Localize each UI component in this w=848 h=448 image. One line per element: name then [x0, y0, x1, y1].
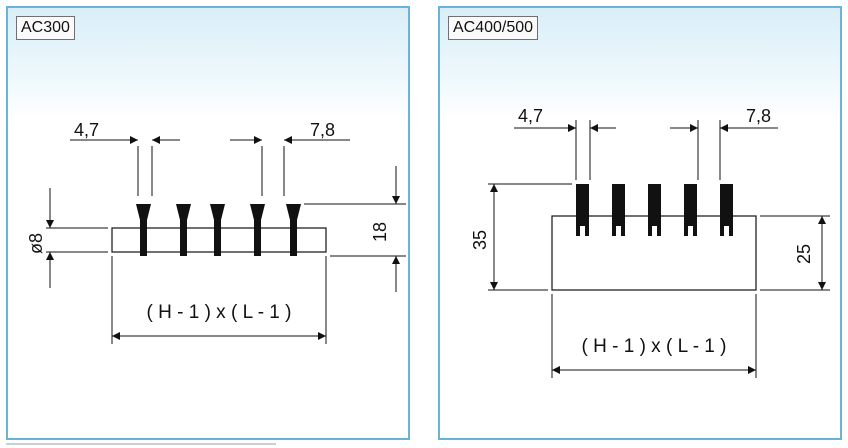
- dim-total-height: [488, 183, 572, 291]
- label-total-height: 35: [470, 230, 490, 250]
- dim-body-height: [760, 215, 830, 291]
- tooth: [648, 184, 661, 236]
- gap-extension-lines: [575, 120, 721, 180]
- dim-diameter: [46, 188, 108, 288]
- tooth: [612, 184, 625, 236]
- block-body: [551, 215, 757, 291]
- label-right-gap: 7,8: [310, 120, 335, 140]
- label-left-gap: 4,7: [74, 120, 99, 140]
- label-diameter: ø8: [26, 233, 46, 254]
- label-height: 18: [370, 222, 390, 242]
- tooth: [684, 184, 697, 236]
- diagram-ac300: 4,7 7,8 ø8 18 ( H - 1 ) x ( L - 1 ): [26, 120, 406, 344]
- dim-length: [111, 256, 327, 344]
- diagram-ac400-500: 4,7 7,8 35 25 ( H - 1 ) x ( L - 1 ): [470, 106, 830, 378]
- panel-title-ac300: AC300: [16, 16, 75, 40]
- label-right-gap: 7,8: [746, 106, 771, 126]
- gap-extension-lines: [137, 146, 285, 196]
- panel-ac300: AC300: [6, 6, 410, 440]
- label-length-formula: ( H - 1 ) x ( L - 1 ): [147, 302, 292, 323]
- tooth: [136, 204, 151, 256]
- teeth-group: [576, 184, 733, 236]
- tooth: [286, 204, 301, 256]
- teeth-group: [136, 204, 301, 256]
- label-left-gap: 4,7: [518, 106, 543, 126]
- tooth: [210, 204, 225, 256]
- label-body-height: 25: [794, 244, 814, 264]
- panel-ac400-500: AC400/500: [438, 6, 842, 440]
- label-length-formula: ( H - 1 ) x ( L - 1 ): [582, 336, 727, 357]
- dim-length: [551, 294, 757, 378]
- tooth: [576, 184, 589, 236]
- dim-height: [304, 166, 406, 292]
- panel-title-ac400-500: AC400/500: [448, 16, 539, 40]
- tooth: [176, 204, 191, 256]
- tooth: [720, 184, 733, 236]
- tooth: [250, 204, 265, 256]
- footer-divider: [6, 443, 276, 445]
